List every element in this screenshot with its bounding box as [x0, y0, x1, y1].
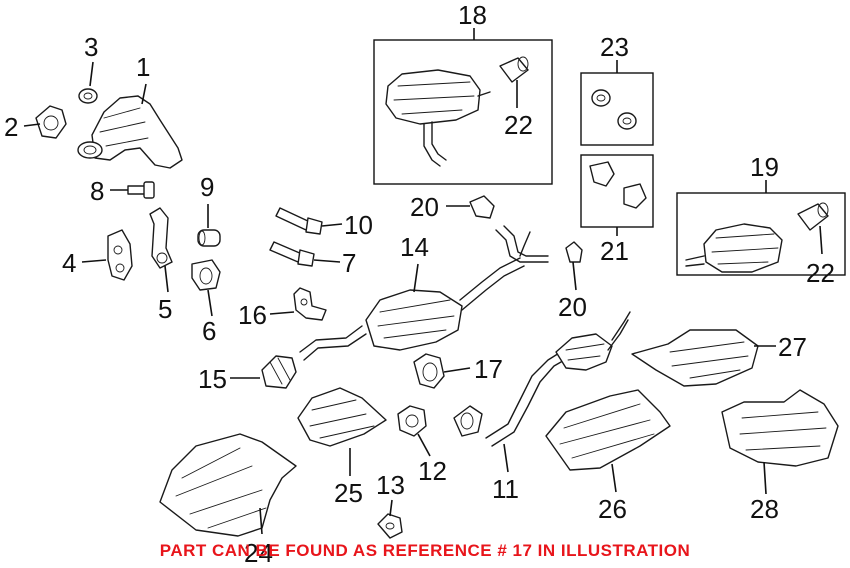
heat-shield-25 [297, 387, 387, 447]
callout-6: 6 [202, 316, 216, 346]
callout-3: 3 [84, 32, 98, 62]
callout-7: 7 [342, 248, 356, 278]
leader-lines [23, 28, 823, 535]
bracket-4 [107, 229, 133, 281]
clamp-15 [261, 355, 297, 389]
nut-13 [377, 513, 403, 539]
callout-24: 24 [244, 538, 273, 568]
callout-28: 28 [750, 494, 779, 524]
clamp-20-right [565, 241, 583, 263]
insulator-6 [191, 259, 221, 291]
callout-23: 23 [600, 32, 629, 62]
callout-15: 15 [198, 364, 227, 394]
callout-4: 4 [62, 248, 76, 278]
nuts-23 [591, 89, 637, 130]
callout-20-right: 20 [558, 292, 587, 322]
reference-notice: PART CAN BE FOUND AS REFERENCE # 17 IN I… [159, 541, 691, 560]
callout-labels: 1 2 3 4 5 6 7 8 9 10 11 12 13 14 15 16 1… [4, 0, 835, 568]
callout-22-lower: 22 [806, 258, 835, 288]
box-19 [676, 192, 846, 276]
box-18 [373, 39, 553, 185]
callout-17: 17 [474, 354, 503, 384]
callout-5: 5 [158, 294, 172, 324]
callout-26: 26 [598, 494, 627, 524]
hanger-5 [149, 207, 173, 269]
rear-muffler-19 [685, 223, 783, 273]
callout-18: 18 [458, 0, 487, 30]
callout-21: 21 [600, 236, 629, 266]
callout-13: 13 [376, 470, 405, 500]
bolt-7 [269, 241, 315, 267]
heat-shield-26 [545, 389, 671, 471]
heat-shield-24 [159, 433, 297, 537]
callout-1: 1 [136, 52, 150, 82]
callout-14: 14 [400, 232, 429, 262]
nut-3 [78, 88, 98, 104]
box-23 [580, 72, 654, 146]
clamp-20-upper [469, 195, 495, 219]
callout-25: 25 [334, 478, 363, 508]
intermediate-pipe-14 [299, 225, 549, 361]
clips-21 [589, 161, 647, 209]
callout-12: 12 [418, 456, 447, 486]
tailpipe-tip-22-upper [499, 56, 529, 83]
callout-16: 16 [238, 300, 267, 330]
callout-19: 19 [750, 152, 779, 182]
heat-shield-27 [631, 329, 759, 387]
heat-shield-28 [721, 389, 839, 467]
bolt-8 [127, 181, 155, 199]
callout-20-upper: 20 [410, 192, 439, 222]
clamp-17 [413, 353, 445, 389]
callout-10: 10 [344, 210, 373, 240]
front-pipe-11 [453, 311, 631, 447]
gasket-12 [397, 405, 427, 437]
tailpipe-tip-22-lower [797, 202, 829, 231]
callout-9: 9 [200, 172, 214, 202]
rubber-mount-9 [197, 229, 221, 247]
callout-2: 2 [4, 112, 18, 142]
callout-11: 11 [492, 474, 519, 504]
callout-22-upper: 22 [504, 110, 533, 140]
gasket-2 [35, 105, 67, 139]
bolt-10 [275, 207, 323, 235]
rear-muffler-18 [385, 69, 491, 167]
callout-8: 8 [90, 176, 104, 206]
catalytic-converter-1 [77, 95, 183, 169]
callout-27: 27 [778, 332, 807, 362]
clamp-16 [293, 287, 327, 321]
